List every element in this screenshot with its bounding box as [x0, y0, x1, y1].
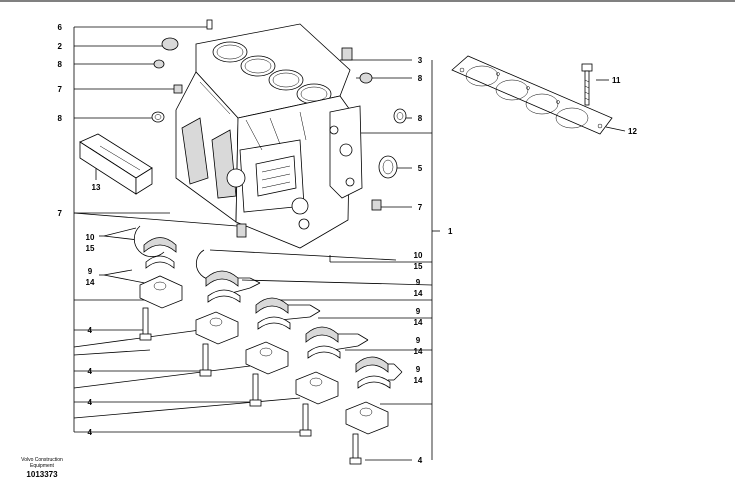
callout-14-d: 14 [414, 347, 423, 356]
callout-4-e: 4 [418, 456, 423, 465]
brand-line-2: Equipment [30, 463, 54, 469]
callout-7-a: 7 [58, 85, 63, 94]
cylinder-block [175, 23, 363, 249]
callout-1: 1 [448, 227, 453, 236]
head-gasket [451, 55, 613, 135]
callout-12: 12 [628, 127, 637, 136]
main-bearing-set-4 [295, 326, 341, 437]
callout-8-d: 8 [418, 114, 423, 123]
main-bearing-set-2 [195, 270, 241, 377]
block-small-parts [151, 19, 407, 238]
thrust-washers [133, 225, 227, 281]
callout-3: 3 [418, 56, 423, 65]
callout-14-e: 14 [414, 376, 423, 385]
document-id: 1013373 [26, 470, 58, 479]
callout-11: 11 [612, 76, 621, 85]
callout-labels: 6 2 8 7 8 13 7 10 15 9 14 4 4 4 4 3 8 8 … [58, 23, 638, 465]
callout-9-a: 9 [88, 267, 93, 276]
main-bearing-set-3 [245, 297, 291, 407]
callout-4-b: 4 [88, 367, 93, 376]
callout-15-b: 15 [414, 262, 423, 271]
callout-6: 6 [58, 23, 63, 32]
callout-7-c: 7 [418, 203, 423, 212]
callout-15-a: 15 [86, 244, 95, 253]
callout-14-a: 14 [86, 278, 95, 287]
callout-9-e: 9 [416, 365, 421, 374]
callout-9-b: 9 [416, 278, 421, 287]
callout-14-b: 14 [414, 289, 423, 298]
callout-5: 5 [418, 164, 423, 173]
callout-13: 13 [92, 183, 101, 192]
callout-9-c: 9 [416, 307, 421, 316]
callout-8-c: 8 [418, 74, 423, 83]
callout-2: 2 [58, 42, 63, 51]
left-bracket [73, 26, 303, 433]
brand-caption: Volvo Construction Equipment [14, 457, 70, 469]
main-bearing-set-5 [345, 356, 391, 465]
side-cover [79, 133, 153, 195]
brand-line-1: Volvo Construction [21, 457, 63, 463]
right-bracket [209, 59, 626, 461]
head-bolt [581, 63, 593, 106]
callout-9-d: 9 [416, 336, 421, 345]
callout-14-c: 14 [414, 318, 423, 327]
callout-8-a: 8 [58, 60, 63, 69]
callout-4-a: 4 [88, 326, 93, 335]
callout-4-d: 4 [88, 428, 93, 437]
main-bearing-set-1 [139, 237, 183, 341]
callout-10-b: 10 [414, 251, 423, 260]
callout-10-a: 10 [86, 233, 95, 242]
callout-4-c: 4 [88, 398, 93, 407]
callout-7-b: 7 [58, 209, 63, 218]
callout-8-b: 8 [58, 114, 63, 123]
